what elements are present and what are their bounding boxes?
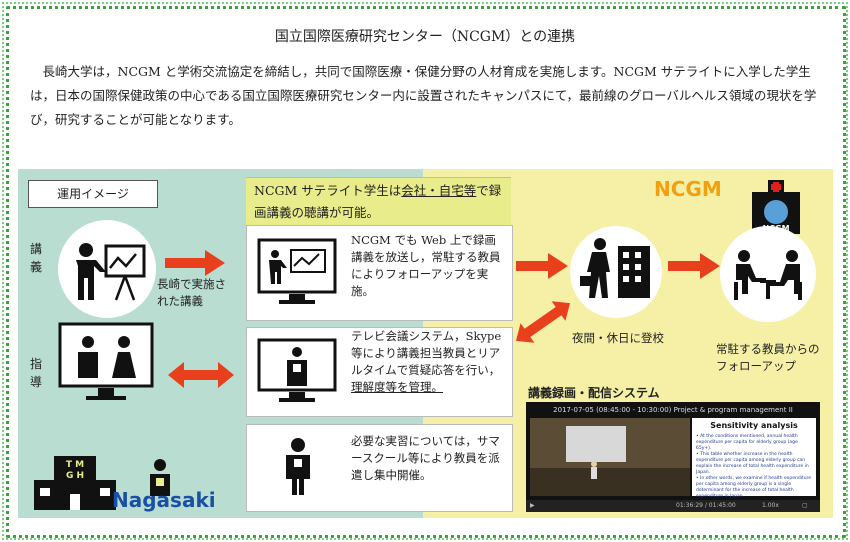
right-arrow-icon-2: [516, 253, 568, 279]
inner-dotted-border: [6, 6, 846, 538]
playback-speed[interactable]: 1.00x: [762, 502, 779, 509]
page-title: 国立国際医療研究センター（NCGM）との連携: [274, 29, 576, 45]
broadcast-text: NCGM でも Web 上で録画講義を放送し，常駐する教員によりフォローアップを…: [351, 233, 501, 298]
nagasaki-label: Nagasaki: [112, 488, 216, 512]
followup-caption: 常駐する教員からのフォローアップ: [716, 342, 820, 373]
guidance-label: 指導: [30, 357, 43, 389]
slide-view: Sensitivity analysis • At the conditions…: [692, 418, 816, 499]
ncgm-title: NCGM: [654, 177, 722, 201]
monitor-teacher-icon: [257, 338, 337, 402]
image-label: 運用イメージ: [28, 180, 158, 208]
summer-school-box: 必要な実習については，サマースクール等により教員を派遣し集中開催。: [246, 424, 513, 512]
slide-item: • In other words, we examine if health e…: [696, 476, 812, 499]
note-part3: で録画講義の聴講が可能。: [254, 183, 502, 220]
lecture-arrow-caption: 長崎で実施された講義: [157, 277, 226, 308]
student-icon: [150, 459, 170, 496]
conference-text-underlined: 理解度等を管理。: [351, 380, 443, 394]
conference-text-main: テレビ会議システム，Skype 等により講義担当教員とリアルタイムで質疑応答を行…: [351, 329, 502, 377]
teacher-icon: [286, 438, 310, 495]
note-part2: 会社・自宅等: [401, 183, 477, 198]
video-player[interactable]: 2017-07-05 (08:45:00 - 10:30:00) Project…: [526, 402, 820, 512]
slide-title: Sensitivity analysis: [710, 421, 798, 430]
double-arrow-icon: [168, 362, 234, 388]
lecturer-circle: [58, 220, 156, 318]
video-time: 01:36:29 / 01:45:00: [676, 502, 736, 509]
university-building-icon: T M G H: [34, 456, 116, 510]
lecturer-icon: [76, 243, 146, 301]
intro-paragraph: 長崎大学は，NCGM と学術交流協定を締結し，共同で国際医療・保健分野の人材育成…: [30, 64, 817, 127]
consultation-icon: [734, 250, 802, 300]
broadcast-box: NCGM でも Web 上で録画講義を放送し，常駐する教員によりフォローアップを…: [246, 225, 513, 321]
svg-text:T M: T M: [66, 460, 84, 470]
consultation-circle: [720, 226, 816, 322]
lecture-room-scene-icon: [530, 418, 690, 496]
fullscreen-icon[interactable]: ▢: [802, 502, 808, 509]
lecture-room-view: [530, 418, 690, 496]
video-controls: ▶ 01:36:29 / 01:45:00 1.00x ▢: [526, 500, 820, 512]
video-title: 2017-07-05 (08:45:00 - 10:30:00) Project…: [553, 406, 793, 414]
slide-list: • At the conditions mentioned, annual he…: [696, 434, 814, 500]
diagonal-double-arrow-icon: [515, 301, 571, 343]
monitor-lecture-icon: [257, 238, 337, 304]
slide-item: • This table whether increase in the hea…: [696, 452, 809, 475]
video-conference-box: テレビ会議システム，Skype 等により講義担当教員とリアルタイムで質疑応答を行…: [246, 327, 513, 417]
slide-item: • At the conditions mentioned, annual he…: [696, 434, 798, 451]
lecture-label: 講義: [30, 242, 43, 274]
commuter-icon: [580, 238, 650, 298]
commuter-circle: [570, 226, 662, 318]
play-icon[interactable]: ▶: [530, 502, 535, 509]
system-title: 講義録画・配信システム: [528, 386, 660, 400]
commute-caption: 夜間・休日に登校: [572, 331, 664, 345]
video-conference-text: テレビ会議システム，Skype 等により講義担当教員とリアルタイムで質疑応答を行…: [351, 328, 506, 396]
right-arrow-icon: [165, 250, 225, 276]
note-part1: NCGM サテライト学生は: [254, 183, 402, 198]
svg-text:G H: G H: [66, 471, 84, 481]
summer-school-text: 必要な実習については，サマースクール等により教員を派遣し集中開催。: [351, 434, 500, 482]
ncgm-satellite-note: NCGM サテライト学生は会社・自宅等で録画講義の聴講が可能。: [246, 177, 511, 225]
right-arrow-icon-3: [668, 253, 720, 279]
video-call-monitor-icon: [58, 322, 154, 400]
